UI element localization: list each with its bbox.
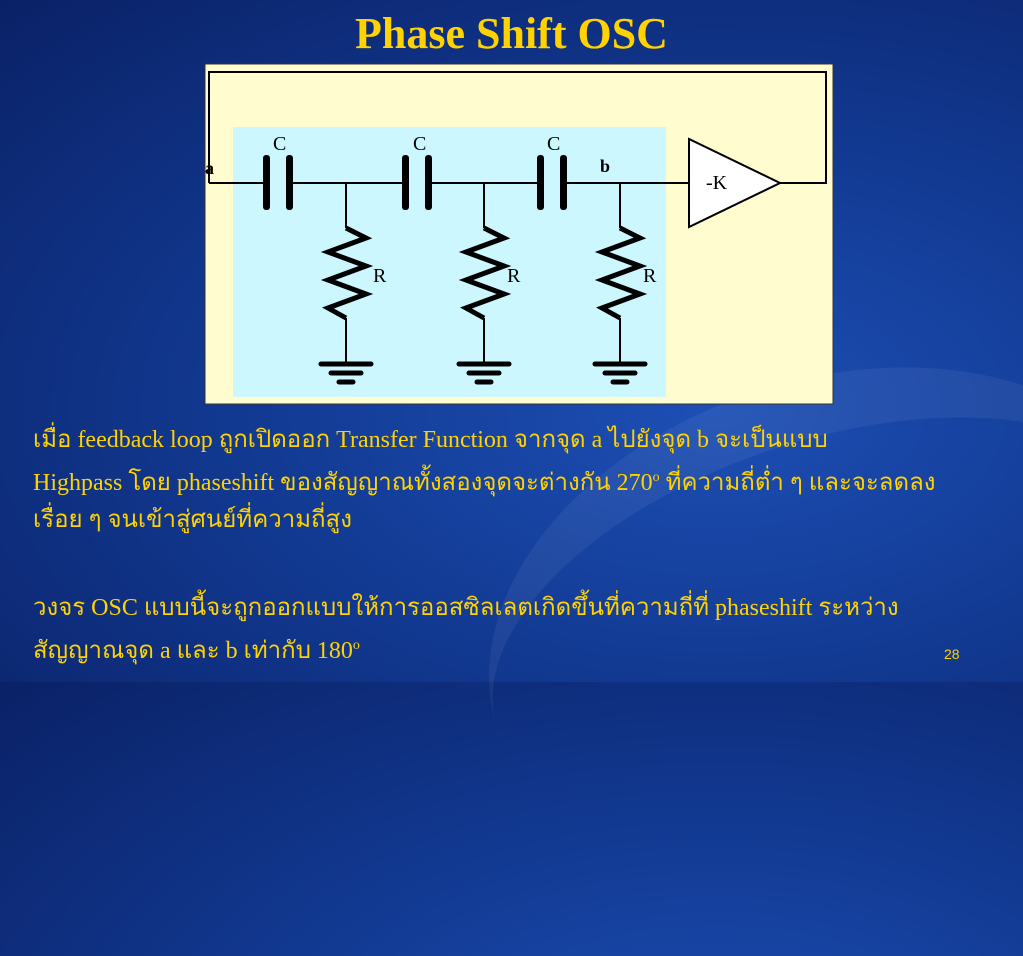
resistor-label-2: R: [507, 265, 521, 287]
amplifier-label: -K: [706, 172, 728, 194]
paragraph-2: วงจร OSC แบบนี้จะถูกออกแบบให้การออสซิลเล…: [33, 590, 1013, 670]
paragraph-1: เมื่อ feedback loop ถูกเปิดออก Transfer …: [33, 422, 1013, 539]
resistor-label-3: R: [643, 265, 657, 287]
resistor-1: [320, 225, 374, 321]
p2-line-2: สัญญาณจุด a และ b เท่ากับ 180o: [33, 638, 360, 664]
slide-title: Phase Shift OSC: [355, 9, 668, 58]
p2-line-1: วงจร OSC แบบนี้จะถูกออกแบบให้การออสซิลเล…: [33, 595, 899, 621]
node-a-label: a: [205, 158, 214, 178]
inner-panel: [233, 127, 666, 397]
capacitor-label-2: C: [413, 133, 426, 155]
capacitor-3: [537, 155, 544, 210]
ground-2: [456, 361, 512, 385]
p1-line-1: เมื่อ feedback loop ถูกเปิดออก Transfer …: [33, 427, 828, 453]
p1-line-3: เรื่อย ๆ จนเข้าสู่ศนย์ที่ความถี่สูง: [33, 507, 352, 533]
amplifier-triangle: [688, 137, 783, 229]
ground-3: [592, 361, 648, 385]
resistor-2: [458, 225, 512, 321]
resistor-3: [594, 225, 648, 321]
capacitor-label-1: C: [273, 133, 286, 155]
page-number: 28: [944, 646, 960, 662]
p1-line-2: Highpass โดย phaseshift ของสัญญาณทั้งสอง…: [33, 470, 936, 496]
capacitor-label-3: C: [547, 133, 560, 155]
resistor-label-1: R: [373, 265, 387, 287]
node-b-label: b: [600, 156, 610, 176]
phase-shift-circuit-diagram: C C C R R R a b -K: [204, 63, 834, 405]
ground-1: [318, 361, 374, 385]
feedback-wire: [208, 71, 827, 184]
capacitor-1: [263, 155, 270, 210]
capacitor-2: [402, 155, 409, 210]
